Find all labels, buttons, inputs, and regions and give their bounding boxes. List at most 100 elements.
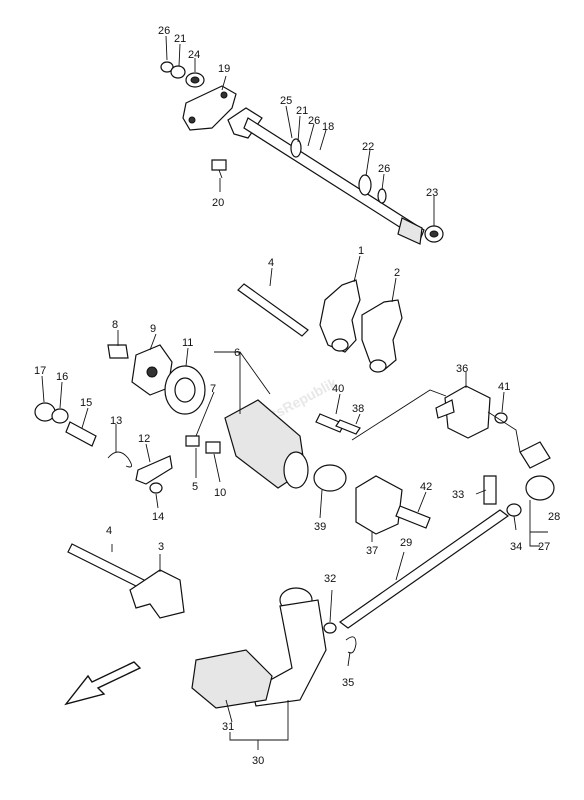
circlip-26 bbox=[160, 61, 174, 73]
shift-fork-2-pin bbox=[369, 359, 387, 373]
callout-23: 23 bbox=[426, 187, 438, 199]
callout-11: 11 bbox=[182, 337, 193, 349]
shift-fork-lower bbox=[67, 543, 185, 619]
callout-42: 42 bbox=[420, 481, 432, 493]
joint-28 bbox=[525, 475, 555, 501]
callout-4: 4 bbox=[106, 525, 112, 537]
callout-27: 27 bbox=[538, 541, 550, 553]
leader-lines bbox=[41, 35, 548, 750]
fork-shaft-4 bbox=[237, 283, 309, 337]
link-27-upper bbox=[519, 441, 551, 469]
clip-35 bbox=[345, 636, 357, 654]
callout-24: 24 bbox=[188, 49, 200, 61]
callout-38: 38 bbox=[352, 403, 364, 415]
shift-shaft-assembly bbox=[160, 61, 444, 245]
callout-20: 20 bbox=[212, 197, 224, 209]
callout-9: 9 bbox=[150, 323, 156, 335]
callout-35: 35 bbox=[342, 677, 354, 689]
plate-19-hole bbox=[220, 91, 228, 99]
callout-25: 25 bbox=[280, 95, 292, 107]
callout-2: 2 bbox=[394, 267, 400, 279]
spring-13 bbox=[107, 451, 132, 468]
shaft-18 bbox=[243, 117, 425, 241]
gearshift-pedal bbox=[191, 587, 357, 709]
callout-16: 16 bbox=[56, 371, 68, 383]
callout-21: 21 bbox=[174, 33, 186, 45]
callout-32: 32 bbox=[324, 573, 336, 585]
callout-22: 22 bbox=[362, 141, 374, 153]
shift-fork-1 bbox=[319, 279, 361, 353]
callout-28: 28 bbox=[548, 511, 560, 523]
o-ring-39 bbox=[313, 464, 347, 492]
callout-33: 33 bbox=[452, 489, 464, 501]
screw-41 bbox=[494, 412, 508, 424]
collar-25 bbox=[290, 138, 302, 158]
callout-36: 36 bbox=[456, 363, 468, 375]
washer-21 bbox=[170, 65, 186, 79]
callout-21: 21 bbox=[296, 105, 308, 117]
splined-end bbox=[397, 217, 423, 245]
bolt-33 bbox=[483, 475, 497, 505]
callout-29: 29 bbox=[400, 537, 412, 549]
neutral-switch-assembly bbox=[355, 385, 555, 535]
bolt-5 bbox=[205, 441, 221, 454]
callout-37: 37 bbox=[366, 545, 378, 557]
washer-16 bbox=[51, 408, 69, 424]
callout-13: 13 bbox=[110, 415, 122, 427]
nut-34 bbox=[506, 503, 522, 517]
callout-7: 7 bbox=[210, 383, 216, 395]
oil-seal-24-hole bbox=[190, 76, 200, 84]
callout-12: 12 bbox=[138, 433, 150, 445]
oil-seal-23-hole bbox=[429, 230, 439, 238]
pin-38 bbox=[335, 419, 361, 435]
callout-17: 17 bbox=[34, 365, 46, 377]
callout-18: 18 bbox=[322, 121, 334, 133]
callout-40: 40 bbox=[332, 383, 344, 395]
plate-19-hole bbox=[188, 116, 196, 124]
callout-19: 19 bbox=[218, 63, 230, 75]
circlip-26 bbox=[377, 188, 387, 204]
callout-26: 26 bbox=[378, 163, 390, 175]
bearing-11-inner bbox=[174, 377, 196, 403]
switch-36-tab bbox=[435, 399, 455, 419]
washer-22 bbox=[358, 174, 372, 196]
bolt-20-head bbox=[211, 159, 227, 171]
callout-26: 26 bbox=[158, 25, 170, 37]
callout-8: 8 bbox=[112, 319, 118, 331]
gearshift-drum-assembly bbox=[107, 344, 361, 492]
plate-19 bbox=[182, 85, 237, 131]
switch-37 bbox=[355, 475, 403, 535]
bolt-20-shank bbox=[218, 169, 223, 179]
stopper-12 bbox=[135, 455, 173, 485]
drum-6-end bbox=[283, 451, 309, 489]
callout-30: 30 bbox=[252, 755, 264, 767]
callout-14: 14 bbox=[152, 511, 164, 523]
shift-fork-2 bbox=[361, 299, 403, 371]
callout-15: 15 bbox=[80, 397, 92, 409]
pin-7 bbox=[185, 435, 200, 447]
callout-4: 4 bbox=[268, 257, 274, 269]
bolt-8 bbox=[107, 344, 129, 359]
bolt-15 bbox=[65, 421, 97, 447]
pedal-30 bbox=[251, 599, 327, 707]
callout-6: 6 bbox=[234, 347, 240, 359]
callout-31: 31 bbox=[222, 721, 234, 733]
stopper-assembly bbox=[34, 402, 173, 494]
washer-14 bbox=[149, 482, 163, 494]
front-arrow-icon bbox=[64, 661, 142, 706]
screw-42 bbox=[395, 505, 431, 529]
rod-29 bbox=[338, 509, 510, 629]
callout-3: 3 bbox=[158, 541, 164, 553]
nut-32 bbox=[323, 622, 337, 634]
callout-26: 26 bbox=[308, 115, 320, 127]
pin-40 bbox=[315, 413, 345, 433]
pedal-rubber-31 bbox=[191, 649, 273, 709]
callout-41: 41 bbox=[498, 381, 510, 393]
callout-labels: 26 21 24 19 25 21 26 18 22 26 20 23 1 2 … bbox=[34, 25, 560, 767]
callout-10: 10 bbox=[214, 487, 226, 499]
shift-forks-upper bbox=[237, 279, 403, 373]
shift-fork-1-pin bbox=[331, 338, 349, 352]
shift-fork-3 bbox=[129, 569, 185, 619]
